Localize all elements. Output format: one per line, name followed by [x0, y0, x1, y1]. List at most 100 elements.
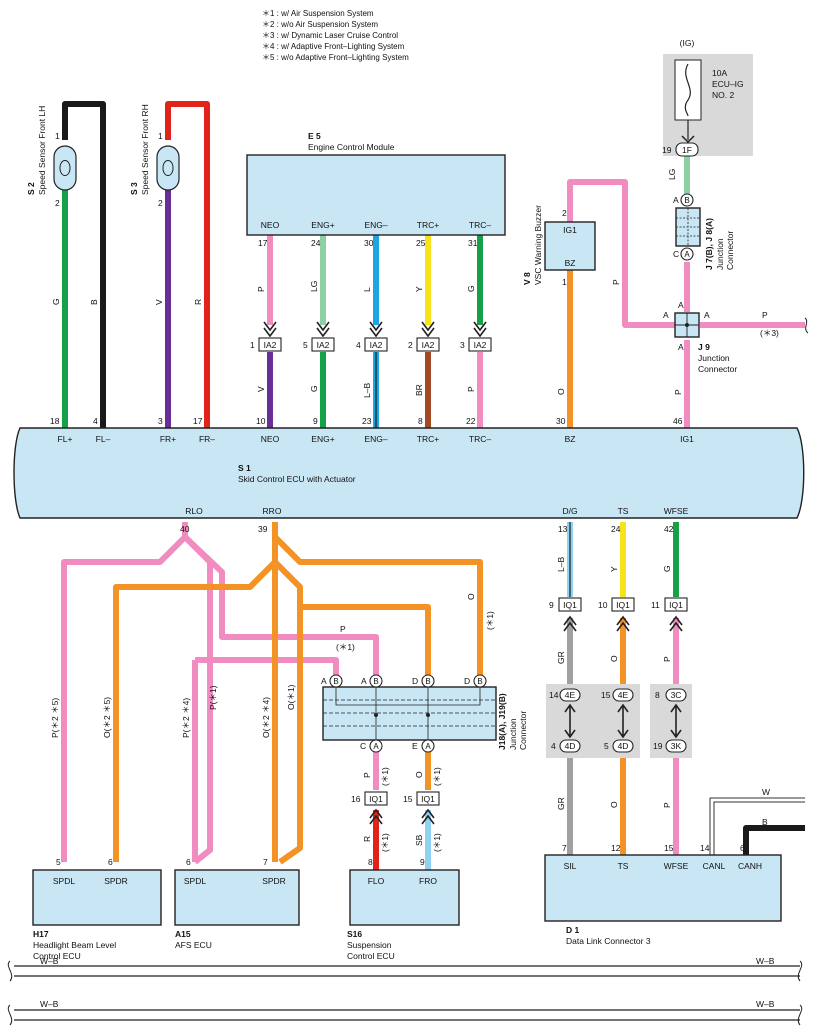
- sensor-rh-p2: 2: [158, 198, 163, 208]
- susp-term: FLO: [368, 876, 385, 886]
- skid-pin: 4: [93, 416, 98, 426]
- vsc-warning-buzzer: IG1 BZ 2 1 V 8 VSC Warning Buzzer O P: [522, 205, 621, 395]
- fuse-icon: [674, 59, 702, 121]
- conn-lower: [559, 739, 581, 753]
- dlc-pin: 15: [664, 843, 674, 853]
- skid-bterm: D/G: [562, 506, 577, 516]
- skid-bottom-terminals: RLO RRO D/G TS WFSE 40 39 13 24 42: [180, 506, 689, 534]
- conn-lower-label: 4D: [618, 741, 629, 751]
- afs-term: SPDL: [184, 876, 206, 886]
- afs-name: AFS ECU: [175, 940, 212, 950]
- hlbl-name2: Control ECU: [33, 951, 81, 961]
- ground-label: W–B: [756, 956, 775, 966]
- fuse-wire: LG: [667, 169, 677, 180]
- skid-pin: 8: [418, 416, 423, 426]
- j9-wire-down: P: [673, 389, 683, 395]
- skid-term: IG1: [680, 434, 694, 444]
- hlbl-box: [32, 869, 162, 926]
- fuse-element: [684, 63, 691, 117]
- ia2-label: IA2: [474, 340, 487, 350]
- iq1-label: IQ1: [616, 600, 630, 610]
- ia2-box: [468, 337, 492, 352]
- diag-wire-top: L–B: [556, 557, 566, 572]
- susp-term: FRO: [419, 876, 437, 886]
- buzzer-code: V 8: [522, 272, 532, 285]
- afs-wire: P(＊1): [208, 685, 218, 710]
- j7-a: A: [673, 195, 679, 205]
- afs-box: [174, 869, 300, 926]
- sensor-lh: 1 2 S 2 Speed Sensor Front LH G B: [26, 106, 99, 305]
- j18-note-o: (＊1): [485, 611, 495, 630]
- susp-name1: Suspension: [347, 940, 392, 950]
- dlc-term: TS: [618, 861, 629, 871]
- susp-iq1-box: [416, 791, 440, 806]
- ia2-pin: 5: [303, 340, 308, 350]
- hlbl-term: SPDL: [53, 876, 75, 886]
- suspension-control-ecu: P (＊1) O (＊1) IQ1 IQ1 16 15 R (＊1) SB (＊…: [347, 767, 460, 961]
- ia2-pin: 2: [408, 340, 413, 350]
- skid-term: NEO: [261, 434, 280, 444]
- ecm-term: NEO: [261, 220, 280, 230]
- sensor-lh-w1: G: [51, 298, 61, 305]
- ground-label: W–B: [756, 999, 775, 1009]
- j18-top: D: [464, 676, 470, 686]
- j7-pin-b-top-label: B: [684, 196, 689, 205]
- diag-chain: L–B Y G IQ1 IQ1 IQ1 9 10 11 GR O P 4E 4E…: [546, 557, 692, 810]
- dlc-wire-b: B: [762, 817, 768, 827]
- buzzer-wire-o: O: [556, 388, 566, 395]
- note-2: ＊2 : w/o Air Suspension System: [262, 20, 378, 29]
- j9-note: (＊3): [760, 328, 779, 338]
- skid-pin: 18: [50, 416, 60, 426]
- iq1-pin: 11: [651, 600, 660, 610]
- afs-wire: O(＊2 ＊4): [261, 697, 271, 738]
- susp-wire-top: O: [414, 771, 424, 778]
- headlight-beam-level-ecu: P(＊2 ＊5) O(＊2 ＊5) SPDL SPDR 5 6 H17 Head…: [32, 697, 162, 961]
- ground-bus: W–B W–B W–B W–B: [7, 956, 803, 1026]
- skid-pin: 17: [193, 416, 203, 426]
- ia2-pin: 1: [250, 340, 255, 350]
- j18-top: A: [321, 676, 327, 686]
- j9-name2: Connector: [698, 364, 737, 374]
- susp-box: [349, 869, 460, 926]
- fuse-name: ECU–IG: [712, 79, 744, 89]
- dlc-name: Data Link Connector 3: [566, 936, 651, 946]
- diag-wire-bot: O: [609, 801, 619, 808]
- j18-wire-p: P: [340, 624, 346, 634]
- ecm-term: TRC+: [417, 220, 439, 230]
- hlbl-wire: P(＊2 ＊5): [50, 698, 60, 738]
- wire-canl-w2: [713, 801, 805, 855]
- j18-name1: Junction: [508, 718, 518, 750]
- susp-iq1-label: IQ1: [369, 794, 383, 804]
- coil-icon: [162, 160, 174, 176]
- skid-control-ecu: S 1 Skid Control ECU with Actuator FL+ F…: [13, 416, 805, 534]
- j18-note-p: (＊1): [336, 642, 355, 652]
- hlbl-pin: 6: [108, 857, 113, 867]
- ia2-box: [258, 337, 282, 352]
- j18-top: B: [477, 677, 482, 686]
- junction-j9: A A A A P (＊3) J 9 Junction Connector P: [663, 300, 809, 395]
- dlc-box: [544, 854, 782, 922]
- afs-wire: O(＊1): [286, 684, 296, 710]
- conn-upper-label: 4E: [565, 690, 576, 700]
- buzzer-p2: 2: [562, 208, 567, 218]
- afs-ecu: P(＊2 ＊4) P(＊1) O(＊2 ＊4) O(＊1) SPDL SPDR …: [174, 684, 300, 950]
- buzzer-t2: BZ: [565, 258, 576, 268]
- skid-term: FL+: [58, 434, 73, 444]
- wires: [61, 101, 805, 870]
- afs-wire: P(＊2 ＊4): [181, 698, 191, 738]
- susp-note: (＊1): [432, 833, 442, 852]
- ecm-pin: 24: [311, 238, 321, 248]
- buzzer-name: VSC Warning Buzzer: [533, 205, 543, 285]
- conn-lower-label: 3K: [671, 741, 682, 751]
- iq1-pin: 10: [598, 600, 608, 610]
- note-5: ＊5 : w/o Adaptive Front–Lighting System: [262, 53, 409, 62]
- j7-c: C: [673, 249, 679, 259]
- sensor-rh-p1: 1: [158, 131, 163, 141]
- wire-rro-d: [300, 604, 431, 680]
- sensor-lh-name: Speed Sensor Front LH: [37, 106, 47, 195]
- j7-pin-a-bottom: [680, 247, 694, 261]
- conn-upper-label: 3C: [671, 690, 682, 700]
- ecm-wire-top: L: [362, 287, 372, 292]
- j18-wire-o: O: [466, 593, 476, 600]
